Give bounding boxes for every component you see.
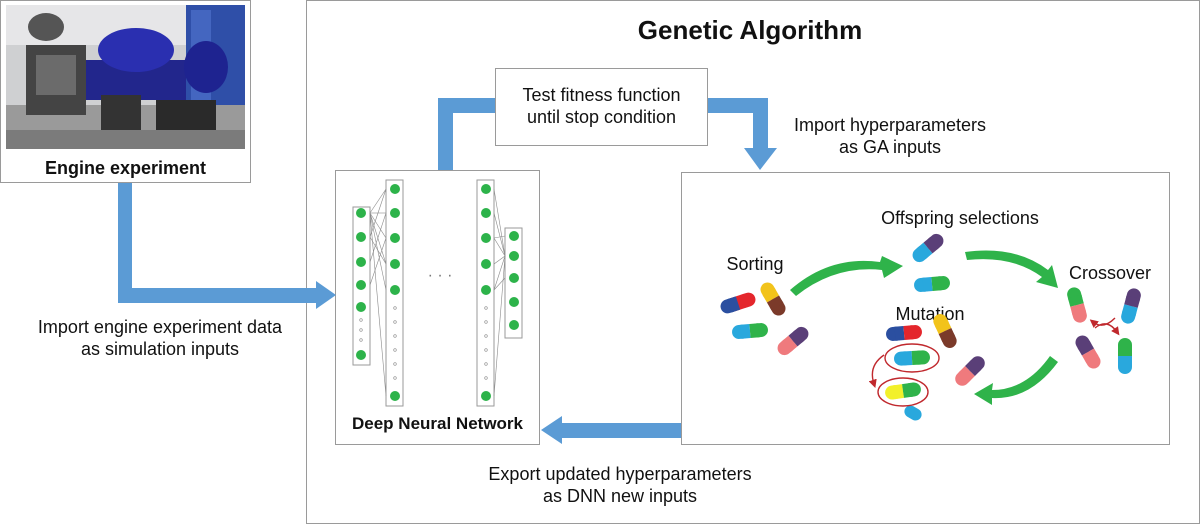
hidden1-node: [390, 233, 400, 243]
hiddenN-node: [481, 208, 491, 218]
offspring-to-crossover-arrow: [965, 250, 1058, 288]
dnn-layers: [352, 179, 523, 407]
output-node: [509, 320, 519, 330]
hidden-layer-n-box: [476, 179, 495, 407]
ga-sorting-label: Sorting: [726, 254, 784, 274]
input-node: [356, 350, 366, 360]
dnn-ellipsis: · · ·: [427, 267, 453, 284]
hiddenN-node: [481, 285, 491, 295]
hidden1-node: [390, 391, 400, 401]
ga-to-dnn-arrow: [541, 416, 681, 444]
hidden-layer-1-box: [385, 179, 404, 407]
dnn-nodes: [356, 184, 519, 401]
import-hyper-line1: Import hyperparameters: [793, 115, 987, 135]
dnn-small-dots: [359, 306, 488, 380]
input-layer-box: [352, 206, 371, 366]
ga-process-box: [681, 172, 1170, 445]
output-node: [509, 231, 519, 241]
engine-test-bench-photo-icon: [6, 5, 245, 149]
output-layer-box: [504, 227, 523, 339]
output-node: [509, 297, 519, 307]
test-fitness-box: [495, 68, 708, 146]
dnn-connections: [369, 188, 506, 397]
mutation-markers: [868, 317, 1120, 407]
engine-experiment-caption: Engine experiment: [44, 158, 207, 178]
export-line1: Export updated hyperparameters: [488, 464, 752, 484]
test-fitness-line1: Test fitness function: [522, 85, 681, 105]
input-node: [356, 208, 366, 218]
hidden1-node: [390, 285, 400, 295]
engine-photo: [6, 5, 245, 149]
ga-cycle-arrows: [790, 250, 1058, 405]
output-node: [509, 273, 519, 283]
ga-offspring-label: Offspring selections: [881, 208, 1039, 228]
input-node: [356, 280, 366, 290]
engine-to-dnn-arrow: [118, 183, 336, 309]
hiddenN-node: [481, 184, 491, 194]
hidden1-node: [390, 184, 400, 194]
hidden1-node: [390, 259, 400, 269]
hiddenN-node: [481, 259, 491, 269]
import-hyper-line2: as GA inputs: [838, 137, 942, 157]
dnn-box: [335, 170, 540, 445]
import-engine-label-line1: Import engine experiment data: [37, 317, 283, 337]
dnn-to-fitness-arrow: [438, 98, 495, 170]
ga-chromosomes: [720, 233, 1141, 421]
dnn-caption: Deep Neural Network: [352, 414, 523, 433]
input-node: [356, 232, 366, 242]
input-node: [356, 302, 366, 312]
hiddenN-node: [481, 233, 491, 243]
fitness-to-ga-arrow: [708, 98, 777, 170]
ga-crossover-label: Crossover: [1068, 263, 1152, 283]
output-node: [509, 251, 519, 261]
hiddenN-node: [481, 391, 491, 401]
crossover-to-mutation-arrow: [974, 356, 1058, 405]
import-engine-label-line2: as simulation inputs: [80, 339, 240, 359]
input-node: [356, 257, 366, 267]
test-fitness-line2: until stop condition: [526, 107, 677, 127]
ga-mutation-label: Mutation: [895, 304, 965, 324]
export-line2: as DNN new inputs: [542, 486, 698, 506]
hidden1-node: [390, 208, 400, 218]
sorting-to-offspring-arrow: [790, 256, 903, 296]
diagram-title: Genetic Algorithm: [637, 15, 863, 45]
